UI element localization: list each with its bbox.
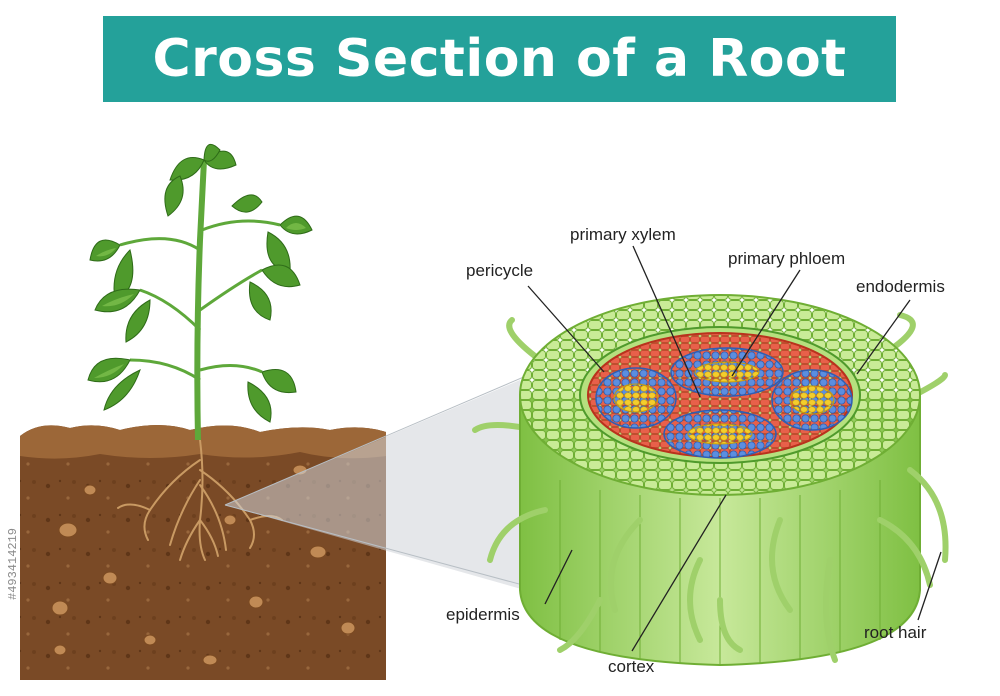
label-epidermis: epidermis (446, 605, 520, 624)
root-cylinder (472, 294, 949, 667)
vascular-bundles (595, 347, 853, 459)
label-cortex: cortex (608, 657, 655, 676)
label-pericycle: pericycle (466, 261, 533, 280)
diagram-title: Cross Section of a Root (152, 29, 847, 89)
plant-roots (117, 439, 283, 561)
leader-lines (527, 245, 942, 652)
title-banner: Cross Section of a Root (103, 16, 896, 102)
label-endodermis: endodermis (856, 277, 945, 296)
plant (87, 143, 313, 441)
label-root-hair: root hair (864, 623, 927, 642)
root-hairs (487, 467, 949, 663)
label-primary-phloem: primary phloem (728, 249, 845, 268)
label-primary-xylem: primary xylem (570, 225, 676, 244)
zoom-beam (224, 369, 561, 600)
stock-id: #493414219 (6, 527, 20, 600)
